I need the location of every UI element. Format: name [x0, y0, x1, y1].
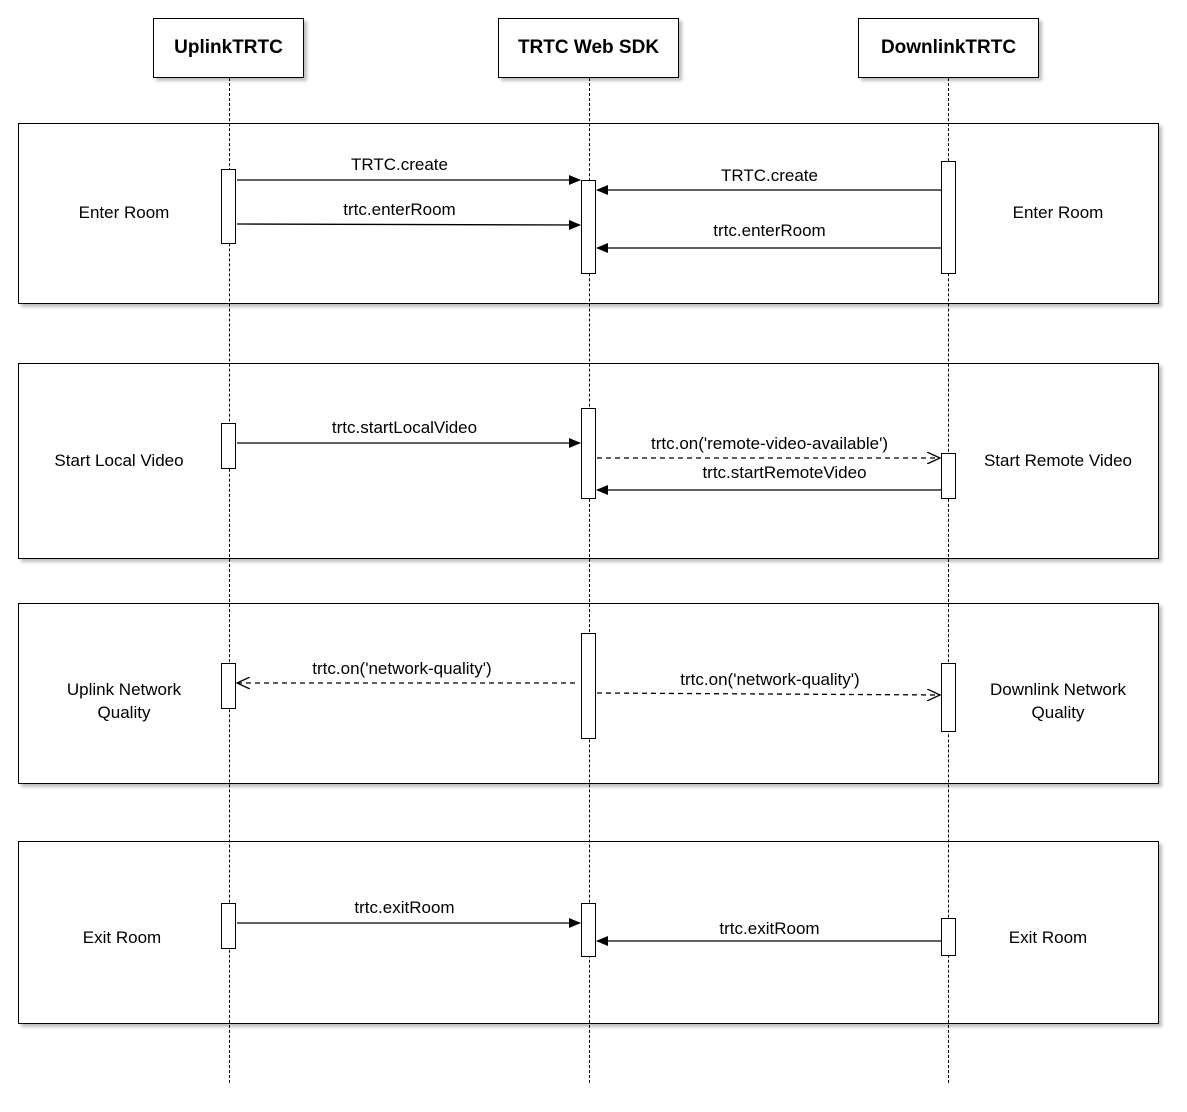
activation-downlink [941, 161, 956, 274]
message-label: TRTC.create [670, 166, 869, 186]
participant-downlink: DownlinkTRTC [858, 18, 1039, 78]
message-label: trtc.startRemoteVideo [660, 463, 909, 483]
participant-downlink-label: DownlinkTRTC [880, 37, 1017, 58]
participant-uplink-label: UplinkTRTC [174, 37, 283, 58]
activation-downlink [941, 918, 956, 956]
message-label: TRTC.create [300, 155, 499, 175]
message-label: trtc.exitRoom [675, 919, 864, 939]
activation-uplink [221, 169, 236, 244]
activation-uplink [221, 663, 236, 709]
activation-uplink [221, 423, 236, 469]
activation-sdk [581, 408, 596, 499]
section-left-label: Enter Room [78, 203, 170, 222]
section-left-label: Uplink Network Quality [66, 680, 182, 722]
section-right-label: Downlink Network Quality [989, 680, 1127, 722]
activation-sdk [581, 180, 596, 274]
arrow-uplink-enterroom [236, 219, 581, 230]
section-left-label: Start Local Video [54, 451, 184, 470]
section-network-quality [18, 603, 1159, 784]
arrow-downlink-network-quality [596, 693, 940, 695]
message-label: trtc.enterRoom [670, 221, 869, 241]
section-right-label: Start Remote Video [983, 451, 1133, 470]
message-label: trtc.on('network-quality') [653, 670, 887, 690]
downlink-lifeline [948, 78, 949, 1083]
activation-downlink [941, 453, 956, 499]
sdk-lifeline [589, 78, 590, 1083]
section-right-label: Exit Room [1008, 928, 1088, 947]
activation-downlink [941, 663, 956, 732]
participant-sdk-label: TRTC Web SDK [517, 37, 660, 58]
section-enter-room [18, 123, 1159, 304]
activation-uplink [221, 903, 236, 949]
participant-uplink: UplinkTRTC [153, 18, 304, 78]
message-label: trtc.exitRoom [310, 898, 499, 918]
message-label: trtc.enterRoom [300, 200, 499, 220]
section-right-label: Enter Room [1012, 203, 1104, 222]
message-label: trtc.startLocalVideo [290, 418, 519, 438]
message-label: trtc.on('network-quality') [285, 659, 519, 679]
section-start-video [18, 363, 1159, 559]
section-left-label: Exit Room [82, 928, 162, 947]
activation-sdk [581, 903, 596, 957]
activation-sdk [581, 633, 596, 739]
participant-sdk: TRTC Web SDK [498, 18, 679, 78]
uplink-lifeline [229, 78, 230, 1083]
message-label: trtc.on('remote-video-available') [620, 434, 919, 454]
section-exit-room [18, 841, 1159, 1024]
